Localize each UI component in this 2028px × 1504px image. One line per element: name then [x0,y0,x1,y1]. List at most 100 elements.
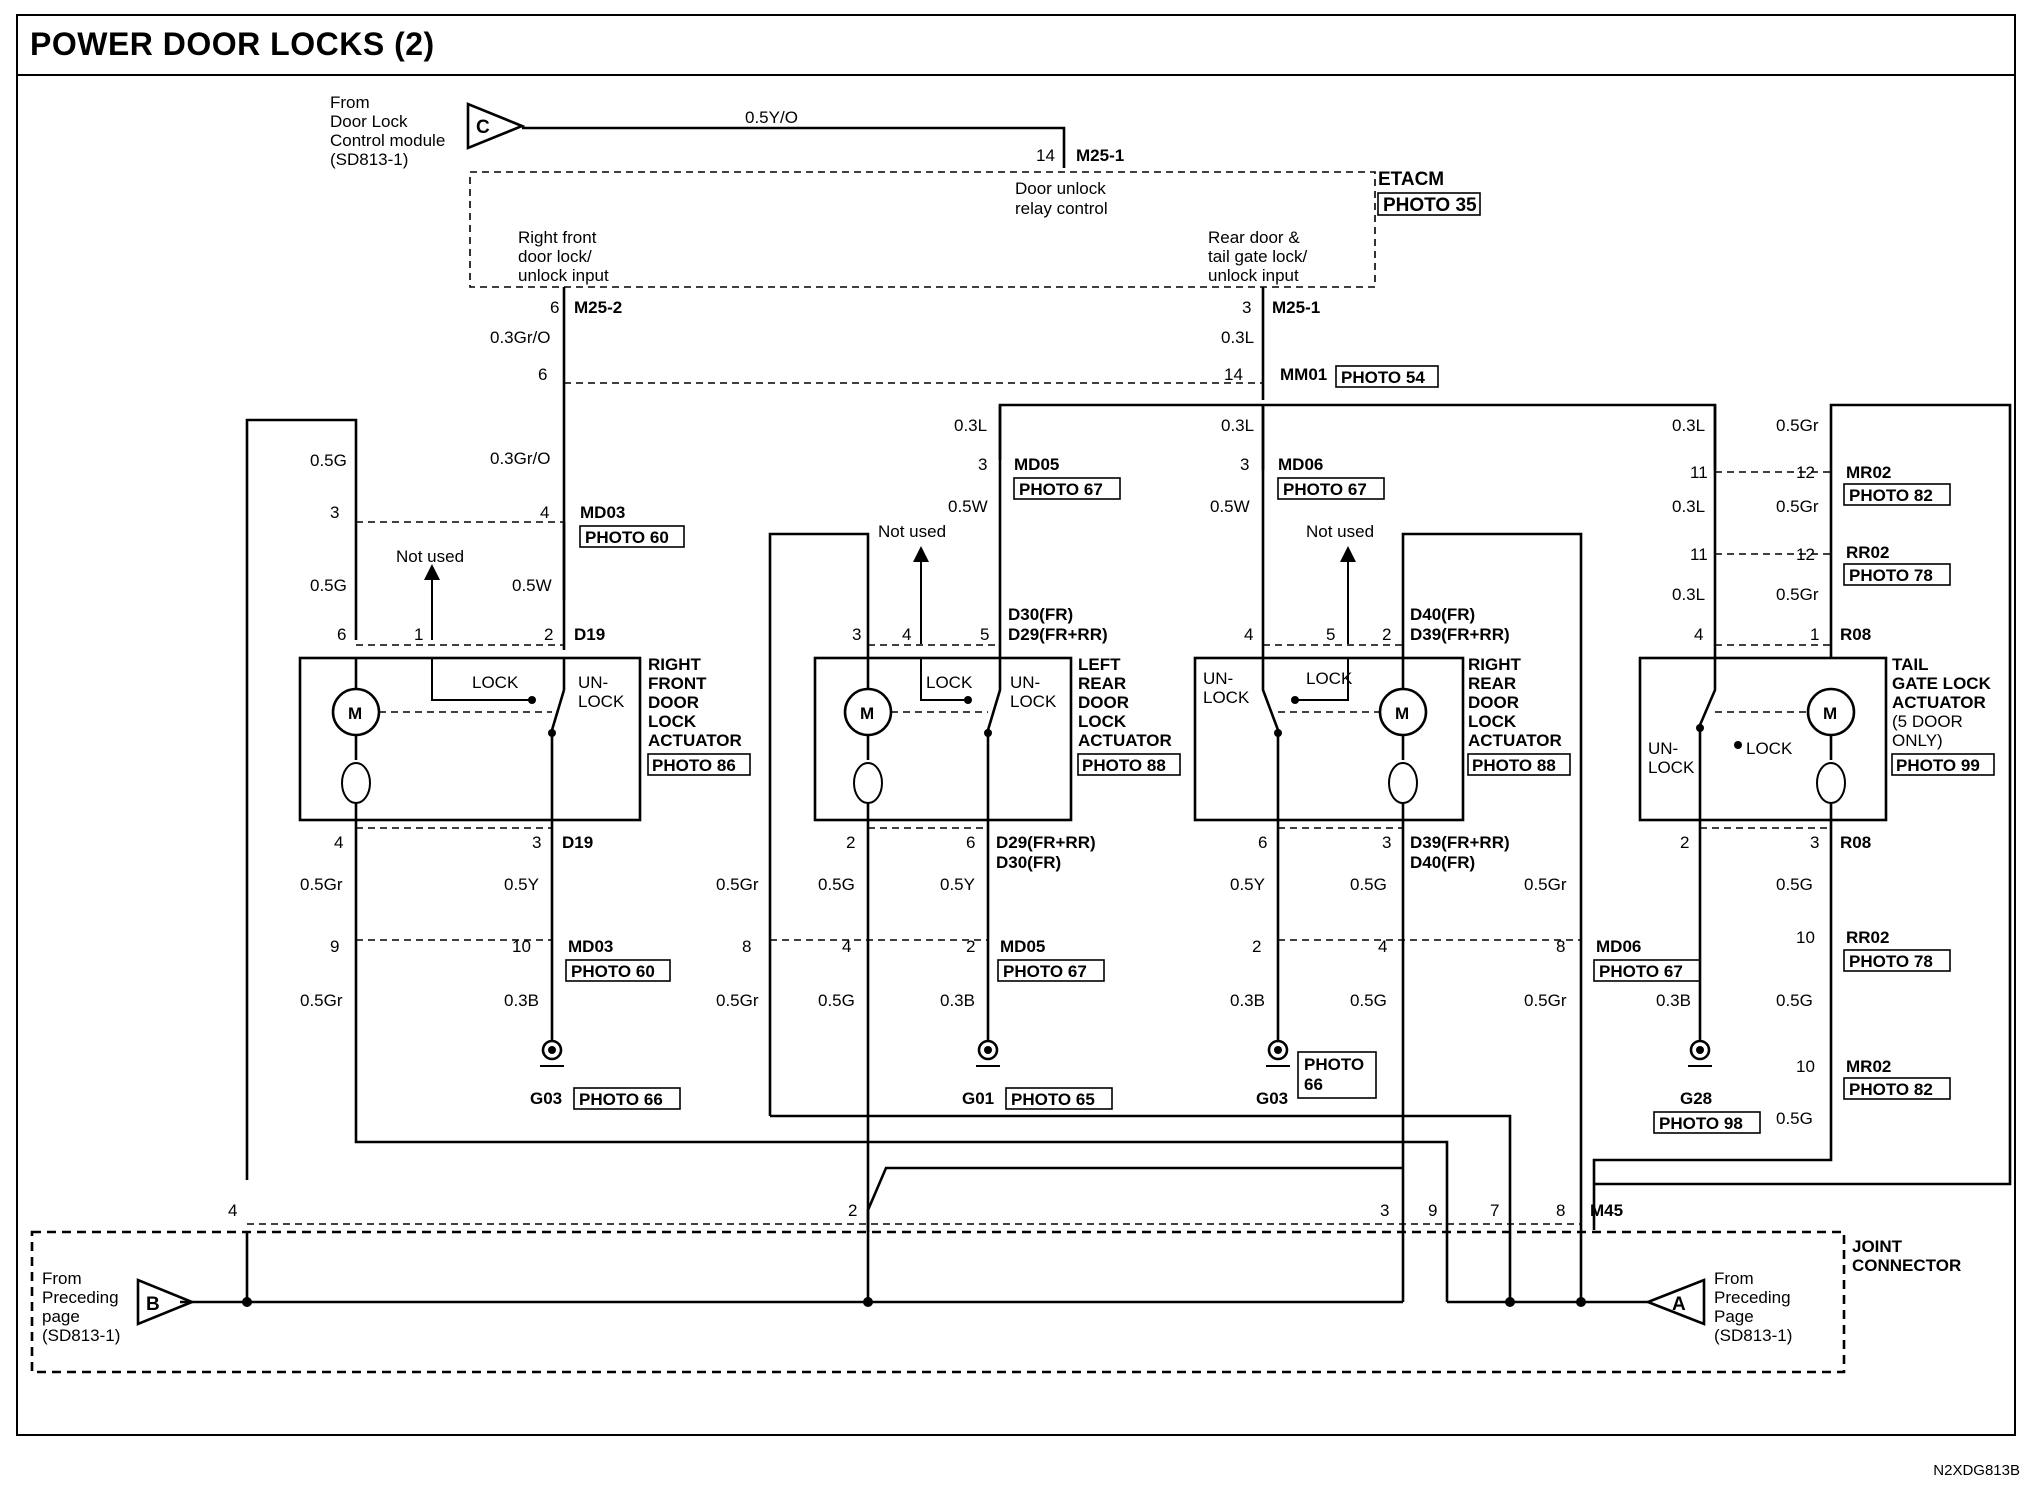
photo-label: PHOTO 66 [579,1090,663,1109]
connector-label: D19 [562,833,593,852]
wire-label: 0.5Gr [1776,497,1819,516]
not-used-label: Not used [878,522,946,541]
unlock-relay-label-2: relay control [1015,199,1108,218]
photo-label: PHOTO 60 [571,962,655,981]
page-title: POWER DOOR LOCKS (2) [30,26,435,62]
pin-label: 1 [1810,625,1819,644]
photo-label: PHOTO 82 [1849,1080,1933,1099]
pin-label: 2 [966,937,975,956]
source-c-text-2: Door Lock [330,112,408,131]
unlock-label-2: LOCK [1648,758,1695,777]
wire-label: 0.3L [954,416,987,435]
wire-label: 0.5G [310,451,347,470]
photo-label: PHOTO 60 [585,528,669,547]
source-a-text-1: From [1714,1269,1754,1288]
coil-icon [853,762,883,804]
source-c-text-1: From [330,93,370,112]
tail-gate-circuit: 0.3L 11 12 MR02 PHOTO 82 0.3L 0.5Gr 11 1… [1592,403,2012,1230]
photo-label: PHOTO 86 [652,756,736,775]
wire-label: 0.3L [1672,497,1705,516]
unlock-relay-label-1: Door unlock [1015,179,1106,198]
source-c-text-3: Control module [330,131,445,150]
photo-label: PHOTO 99 [1896,756,1980,775]
lock-label: LOCK [926,673,973,692]
pin-label: 12 [1796,545,1815,564]
wire-label: 0.5Gr [716,991,759,1010]
pin-label: 3 [1810,833,1819,852]
source-b-text-3: page [42,1307,80,1326]
actuator-name: LOCK [1078,712,1127,731]
pin-label: 6 [966,833,975,852]
pin-label: 4 [1244,625,1253,644]
wire-label: 0.5G [818,991,855,1010]
connector-label: D39(FR+RR) [1410,833,1510,852]
wire-label: 0.3L [1221,416,1254,435]
pin-label: 2 [1680,833,1689,852]
rf-actuator-box [298,656,642,822]
pin-label: 12 [1796,463,1815,482]
wire-label: 0.5Gr [1524,991,1567,1010]
not-used-label: Not used [396,547,464,566]
pin-label: 2 [846,833,855,852]
wire-label: 0.5Gr [1524,875,1567,894]
actuator-name: RIGHT [648,655,702,674]
unlock-label-2: LOCK [578,692,625,711]
coil-icon [1388,762,1418,804]
connector-label: MM01 [1280,365,1327,384]
motor-label: M [860,704,874,723]
wire-label: 0.5G [1350,991,1387,1010]
actuator-name: ACTUATOR [1078,731,1172,750]
connector-label: D30(FR) [1008,605,1073,624]
motor-label: M [1395,704,1409,723]
wire-label: 0.5W [1210,497,1250,516]
ground-icon [977,1039,999,1061]
ground-label: G01 [962,1089,994,1108]
actuator-name: TAIL [1892,655,1929,674]
wire-label: 0.3Gr/O [490,328,550,347]
pin-label: 3 [1242,298,1251,317]
wire-label: 0.3L [1672,416,1705,435]
pin-label: 4 [842,937,851,956]
wire-label: 0.5Y/O [745,108,798,127]
wire-label: 0.3B [1230,991,1265,1010]
pin-label: 14 [1224,365,1243,384]
rear-input-label-3: unlock input [1208,266,1299,285]
ground-icon [541,1039,563,1061]
actuator-name: REAR [1078,674,1126,693]
actuator-name: FRONT [648,674,707,693]
etacm-label: ETACM [1378,169,1444,190]
photo-label: PHOTO 67 [1599,962,1683,981]
pin-label: 2 [544,625,553,644]
pin-label: 1 [414,625,423,644]
source-c: C From Door Lock Control module (SD813-1… [330,93,1124,169]
lock-label: LOCK [1306,669,1353,688]
photo-label: PHOTO 88 [1082,756,1166,775]
pin-label: 6 [538,365,547,384]
rr-actuator-box [1193,656,1465,822]
ground-icon [1689,1039,1711,1061]
actuator-name: GATE LOCK [1892,674,1992,693]
pin-label: 2 [1382,625,1391,644]
pin-label: 6 [550,298,559,317]
source-a-text-4: (SD813-1) [1714,1326,1792,1345]
connector-label: M25-1 [1076,146,1124,165]
pin-label: 3 [330,503,339,522]
wire-label: 0.5G [1350,875,1387,894]
wire-label: 0.5G [1776,1109,1813,1128]
actuator-name: DOOR [648,693,699,712]
connector-label: D40(FR) [1410,605,1475,624]
actuator-name: ACTUATOR [1468,731,1562,750]
pin-label: 6 [1258,833,1267,852]
coil-icon [341,762,371,804]
connector-label: M25-1 [1272,298,1320,317]
pin-label: 10 [512,937,531,956]
lock-label: LOCK [472,673,519,692]
pin-label: 4 [228,1201,237,1220]
actuator-name: RIGHT [1468,655,1522,674]
photo-label: 66 [1304,1075,1323,1094]
pin-label: 8 [1556,1201,1565,1220]
document-code: N2XDG813B [1933,1462,2020,1479]
source-a-text-3: Page [1714,1307,1754,1326]
actuator-name: ACTUATOR [1892,693,1986,712]
